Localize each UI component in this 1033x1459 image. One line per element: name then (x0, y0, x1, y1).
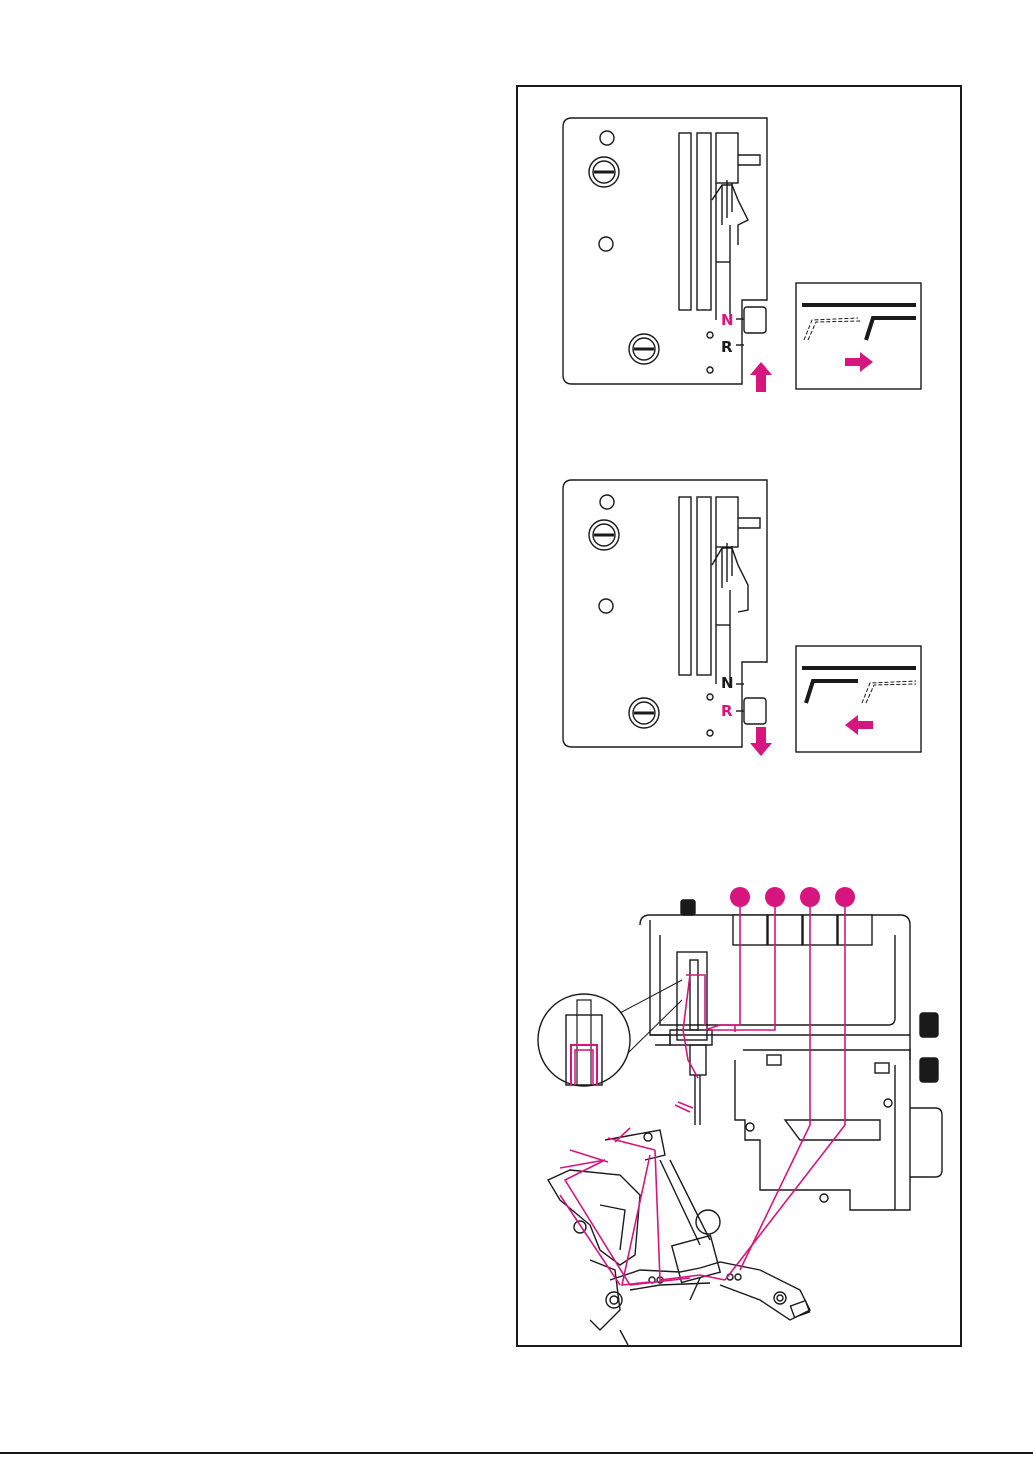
screw-icon (589, 520, 619, 550)
screw-icon (629, 698, 659, 728)
spool-marker-3 (800, 887, 820, 907)
arrow-up-icon (750, 362, 772, 392)
setting-label-n: N (721, 311, 734, 329)
spool-marker-4 (835, 887, 855, 907)
screw-icon (629, 334, 659, 364)
needle-plate-diagram-n (563, 118, 767, 384)
thread-paths (560, 907, 845, 1285)
setting-label-r: R (721, 702, 733, 720)
setting-label-r: R (721, 338, 733, 356)
screw-icon (589, 157, 619, 187)
setting-label-n: N (721, 674, 734, 692)
stitch-inset-n (796, 283, 921, 389)
spool-marker-2 (765, 887, 785, 907)
needle-plate-diagram-r (563, 480, 767, 747)
spool-marker-1 (730, 887, 750, 907)
stitch-inset-r (796, 646, 921, 752)
threading-diagram (538, 887, 942, 1345)
arrow-down-icon (750, 727, 772, 756)
